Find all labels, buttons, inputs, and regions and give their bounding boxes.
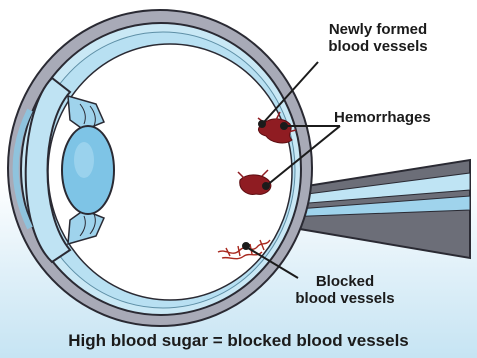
newly-formed-label-line1: Newly formed bbox=[288, 21, 468, 38]
blocked-label-line2: blood vessels bbox=[270, 290, 420, 307]
newly-formed-vessels-label: Newly formed blood vessels bbox=[288, 21, 468, 55]
blocked-label-line1: Blocked bbox=[270, 273, 420, 290]
caption: High blood sugar = blocked blood vessels bbox=[0, 331, 477, 351]
blocked-vessels-label: Blocked blood vessels bbox=[270, 273, 420, 307]
newly-formed-label-line2: blood vessels bbox=[288, 38, 468, 55]
hemorrhages-label: Hemorrhages bbox=[334, 109, 474, 126]
